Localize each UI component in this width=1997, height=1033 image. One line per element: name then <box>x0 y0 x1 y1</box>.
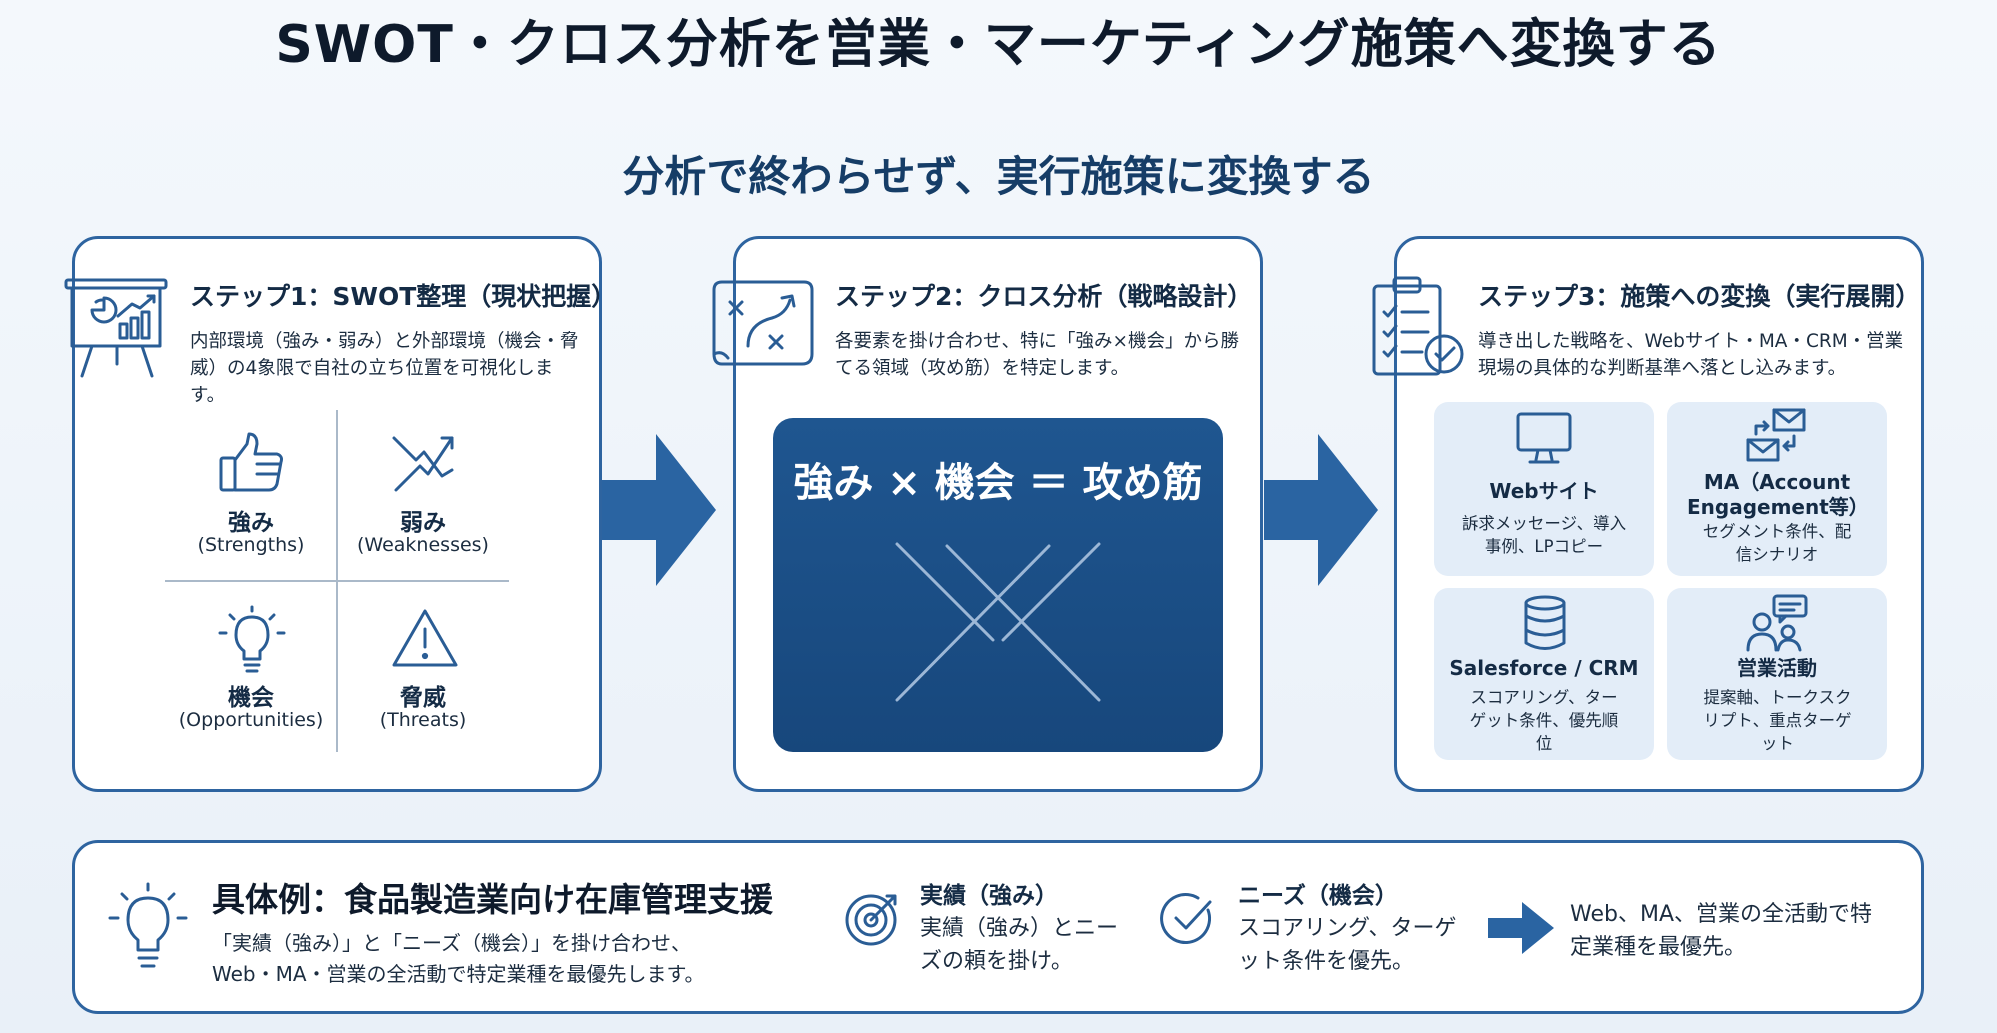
tile-ma-title: MA（Account Engagement等） <box>1687 470 1869 519</box>
example-item1-title: 実績（強み） <box>920 883 1058 909</box>
quadrant-strengths-sub: (Strengths) <box>197 534 305 556</box>
example-title: 具体例：食品製造業向け在庫管理支援 <box>212 880 773 919</box>
step1-title: ステップ1：SWOT整理（現状把握） <box>190 282 617 311</box>
quadrant-strengths-label: 強み <box>228 510 274 536</box>
quadrant-divider-horizontal <box>165 580 509 582</box>
strategy-map-icon <box>712 280 814 366</box>
step3-description: 導き出した戦略を、Webサイト・MA・CRM・営業現場の具体的な判断基準へ落とし… <box>1478 331 1904 379</box>
monitor-icon <box>1516 412 1572 464</box>
warning-icon <box>392 609 458 667</box>
tile-ma-desc: セグメント条件、配信シナリオ <box>1702 522 1852 564</box>
flow-arrow-icon <box>602 434 716 586</box>
example-item2-text: スコアリング、ターゲット条件を優先。 <box>1238 916 1457 974</box>
tile-website <box>1434 402 1654 576</box>
flow-arrow-icon <box>1264 434 1378 586</box>
example-result-text: Web、MA、営業の全活動で特定業種を最優先。 <box>1570 902 1872 960</box>
tile-website-desc: 訴求メッセージ、導入事例、LPコピー <box>1461 514 1627 556</box>
result-arrow-icon <box>1488 902 1554 954</box>
example-item2-title: ニーズ（機会） <box>1238 883 1398 909</box>
formula-panel <box>773 418 1223 752</box>
trend-chart-icon <box>392 436 454 492</box>
lightbulb-icon <box>108 882 188 968</box>
tile-crm-title: Salesforce / CRM <box>1449 656 1639 680</box>
quadrant-threats-label: 脅威 <box>400 685 446 711</box>
step3-title: ステップ3：施策への変換（実行展開） <box>1478 282 1921 311</box>
example-description: 「実績（強み）」と「ニーズ（機会）」を掛け合わせ、Web・MA・営業の全活動で特… <box>212 931 705 986</box>
target-icon <box>845 894 897 946</box>
page-subtitle: 分析で終わらせず、実行施策に変換する <box>622 152 1375 201</box>
step2-title: ステップ2：クロス分析（戦略設計） <box>835 282 1253 311</box>
quadrant-weaknesses-label: 弱み <box>400 510 446 536</box>
thumbs-up-icon <box>219 432 283 492</box>
step2-description: 各要素を掛け合わせ、特に「強み×機会」から勝てる領域（攻め筋）を特定します。 <box>835 331 1240 379</box>
tile-crm <box>1434 588 1654 760</box>
tile-website-title: Webサイト <box>1489 479 1599 503</box>
quadrant-opportunities-sub: (Opportunities) <box>178 709 324 731</box>
tile-sales-title: 営業活動 <box>1737 656 1817 680</box>
email-exchange-icon <box>1746 408 1806 462</box>
step1-description: 内部環境（強み・弱み）と外部環境（機会・脅威）の4象限で自社の立ち位置を可視化し… <box>190 331 579 406</box>
cross-mark-icon <box>895 542 1101 702</box>
formula-text: 強み × 機会 ＝ 攻め筋 <box>793 460 1203 506</box>
tile-crm-desc: スコアリング、ターゲット条件、優先順位 <box>1469 688 1619 753</box>
example-card <box>72 840 1924 1014</box>
check-circle-icon <box>1160 893 1212 944</box>
database-icon <box>1524 595 1566 650</box>
quadrant-threats-sub: (Threats) <box>379 709 467 731</box>
presentation-board-icon <box>64 278 168 378</box>
lightbulb-icon <box>218 605 286 673</box>
page-title: SWOT・クロス分析を営業・マーケティング施策へ変換する <box>275 15 1722 75</box>
quadrant-weaknesses-sub: (Weaknesses) <box>357 534 489 556</box>
sales-people-icon <box>1746 594 1808 652</box>
quadrant-opportunities-label: 機会 <box>228 685 274 711</box>
tile-sales-desc: 提案軸、トークスクリプト、重点ターゲット <box>1703 688 1852 753</box>
example-item1-text: 実績（強み）とニーズの頼を掛け。 <box>920 916 1119 974</box>
checklist-clipboard-icon <box>1372 276 1464 376</box>
